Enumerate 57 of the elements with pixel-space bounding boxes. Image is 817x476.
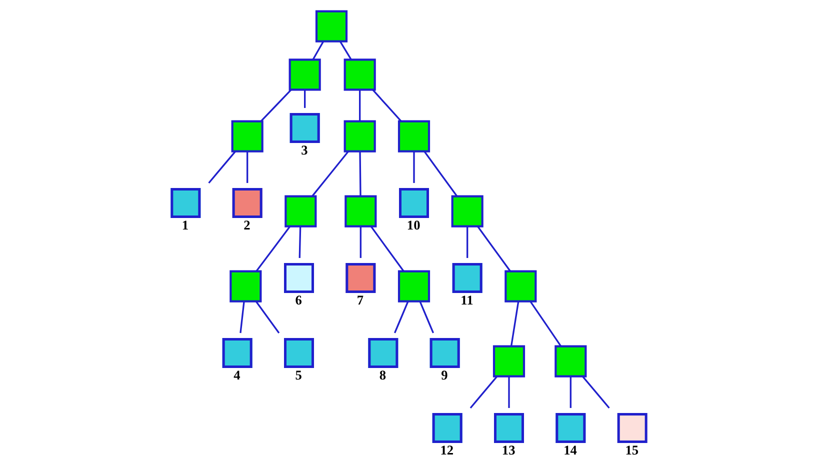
connector: [508, 376, 510, 408]
node-box: [284, 195, 316, 228]
node-label: 6: [294, 292, 302, 308]
node-label: 4: [233, 368, 240, 382]
connector: [466, 226, 468, 258]
node-box: [554, 345, 586, 378]
connector: [312, 41, 324, 60]
node-label: 11: [460, 292, 473, 308]
node-box: [344, 195, 376, 228]
node-box: [288, 58, 320, 91]
node-label: 1: [181, 218, 188, 232]
connector: [418, 301, 434, 334]
node-label: 5: [294, 368, 302, 382]
node-box: [397, 270, 430, 302]
node-box: [229, 270, 262, 302]
connector: [260, 89, 292, 122]
node-label: 7: [356, 292, 364, 308]
node-box: [492, 345, 525, 378]
node-label: 13: [501, 442, 515, 458]
connector: [246, 152, 248, 183]
connector: [423, 151, 458, 197]
node-label: 8: [378, 368, 386, 382]
node-label: 3: [300, 142, 308, 158]
connector: [469, 376, 497, 409]
connector: [255, 301, 280, 334]
connector: [298, 226, 301, 258]
node-box: [397, 120, 430, 152]
connector: [372, 89, 401, 122]
node-box: [504, 270, 536, 302]
connector: [338, 41, 352, 60]
node-box: [343, 58, 376, 91]
connector: [529, 301, 562, 347]
connector: [304, 90, 306, 108]
node-box: [314, 10, 348, 42]
connector: [358, 90, 360, 121]
node-box: [343, 120, 376, 152]
node-label: 10: [406, 218, 420, 232]
node-box: [450, 195, 483, 228]
node-label: 12: [440, 442, 454, 458]
connector: [476, 226, 510, 272]
node-label: 15: [624, 442, 638, 458]
node-box: [230, 120, 263, 152]
connector: [393, 301, 408, 334]
connector: [310, 151, 348, 197]
connector: [358, 152, 361, 196]
node-label: 14: [563, 442, 576, 458]
connector: [208, 151, 236, 184]
connector: [255, 226, 290, 272]
connector: [412, 152, 414, 183]
node-label: 9: [440, 368, 448, 382]
connector: [370, 226, 404, 272]
connector: [569, 376, 571, 408]
connector: [582, 376, 610, 409]
node-label: 2: [243, 218, 250, 232]
connector: [359, 226, 361, 258]
connector: [510, 302, 519, 346]
connector: [239, 302, 244, 334]
